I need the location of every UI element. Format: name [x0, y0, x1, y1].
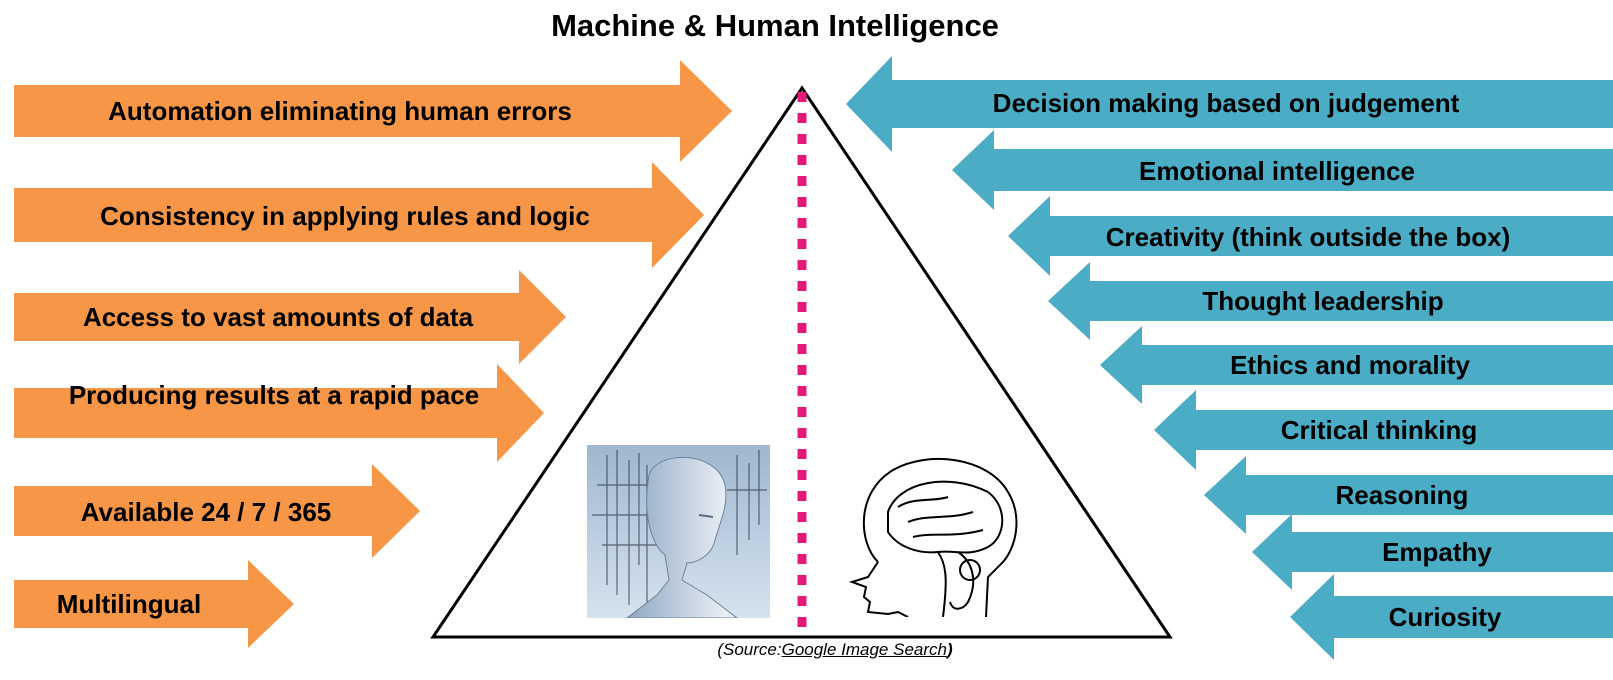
source-caption: (Source:Google Image Search) [650, 640, 1020, 660]
robot-head-image [587, 445, 770, 618]
machine-trait-label: Automation eliminating human errors [108, 96, 572, 126]
human-trait-label: Emotional intelligence [1139, 156, 1415, 186]
left-arrow-shape [1048, 262, 1613, 340]
left-arrow-shape [1100, 326, 1613, 404]
source-link[interactable]: Google Image Search [781, 640, 947, 659]
left-arrow-shape [1204, 456, 1613, 534]
right-arrow-shape [14, 60, 732, 162]
left-arrow-shape [952, 130, 1613, 210]
right-arrow-shape [14, 270, 566, 364]
right-arrow-shape [14, 364, 544, 462]
right-arrow-shape [14, 560, 294, 648]
human-trait-label: Curiosity [1388, 602, 1502, 632]
machine-trait-label: Access to vast amounts of data [82, 302, 474, 332]
left-arrow-shape [1252, 514, 1613, 590]
human-trait-label: Thought leadership [1202, 286, 1444, 316]
left-arrow-shape [1008, 196, 1613, 276]
human-trait-label: Empathy [1382, 537, 1492, 567]
machine-trait-label: Consistency in applying rules and logic [100, 201, 590, 231]
machine-trait-label: Producing results at a rapid pace [68, 380, 480, 410]
human-trait-label: Critical thinking [1280, 415, 1478, 445]
machine-trait-label: Available 24 / 7 / 365 [80, 497, 332, 527]
left-arrow-shape [1290, 574, 1613, 660]
brain-sketch-image [848, 458, 1018, 617]
right-arrow-shape [14, 162, 704, 268]
source-suffix: ) [946, 640, 953, 659]
right-arrow-shape [14, 464, 420, 558]
human-trait-label: Decision making based on judgement [992, 88, 1460, 118]
source-prefix: (Source: [717, 640, 782, 659]
left-arrow-shape [1154, 390, 1613, 470]
human-trait-label: Reasoning [1335, 480, 1469, 510]
human-trait-label: Ethics and morality [1230, 350, 1470, 380]
human-trait-label: Creativity (think outside the box) [1105, 222, 1511, 252]
diagram-title: Machine & Human Intelligence [551, 8, 999, 43]
left-arrow-shape [846, 56, 1613, 152]
machine-trait-label: Multilingual [56, 589, 202, 619]
